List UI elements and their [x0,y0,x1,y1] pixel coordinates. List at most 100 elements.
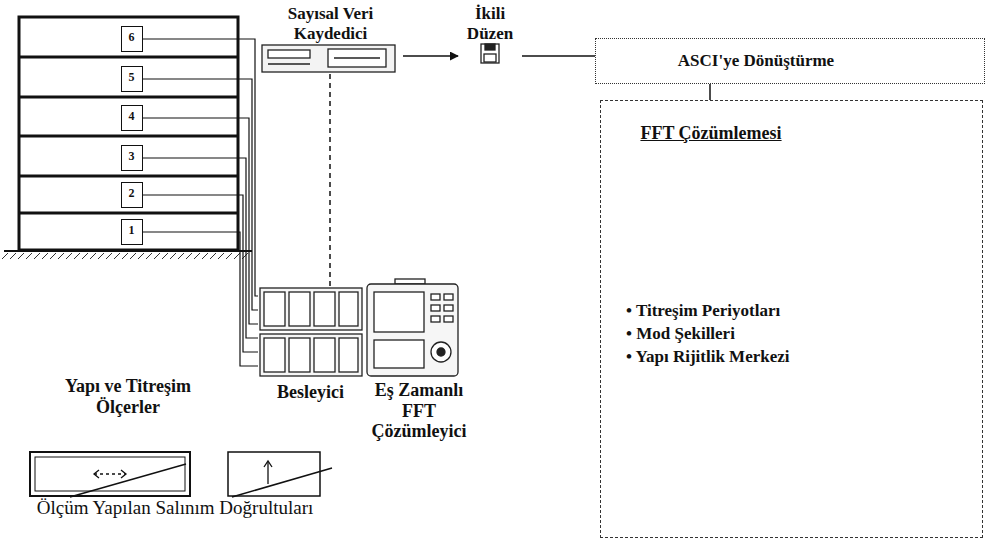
hatch-stroke [130,253,136,259]
analyzer-button [444,305,453,311]
analyzer-button [431,294,440,300]
ground-hatch [2,253,248,259]
hatch-stroke [98,253,104,259]
fft-panel: FFT Çözümlemesi• Titreşim Periyotları• M… [600,100,983,538]
hatch-stroke [42,253,48,259]
signal-wire [522,55,595,57]
analyzer-knob [431,342,451,362]
analyzer-button [444,316,453,322]
floppy-node: İkili Düzen [458,2,522,66]
sway-arrow [267,462,268,484]
sensor-box: 3 [121,145,143,171]
recorder-label: Sayısal Veri Kaydedici [258,4,403,43]
hatch-stroke [114,253,120,259]
hatch-stroke [50,253,56,259]
hatch-stroke [146,253,152,259]
amplifier-racks [260,288,362,376]
hatch-stroke [82,253,88,259]
analyzer-label: Eş Zamanlı FFT Çözümleyici [364,380,474,442]
sensor-number: 5 [122,71,141,85]
amplifier-node: Besleyici [258,286,363,406]
sensor-number: 4 [122,110,141,124]
recorder-body [262,45,395,72]
building-label: Yapı ve Titreşim Ölçerler [33,376,223,417]
sway-arrow-head [94,470,99,478]
floor-slab [19,135,238,138]
floor-slab [19,96,238,99]
floppy-disk [481,44,499,63]
hatch-stroke [178,253,184,259]
analyzer-node: Eş Zamanlı FFT Çözümleyici [364,282,474,446]
hatch-stroke [154,253,160,259]
analyzer-keypad [374,340,424,368]
sway-arrow-head [121,470,126,478]
fft-analyzer [367,279,458,376]
control-link [329,74,331,286]
recorder-drive-slot [334,57,380,58]
sway-arrow-head [264,461,272,467]
data-recorder [262,45,395,72]
rack-module [339,338,358,372]
sensor-box: 6 [121,26,143,52]
hatch-stroke [170,253,176,259]
hatch-stroke [194,253,200,259]
analyzer-body [367,284,458,376]
sensor-number: 2 [122,187,141,201]
sensor-box: 5 [121,66,143,92]
analyzer-handle [395,279,425,284]
rack-module [289,292,310,326]
recorder-drive [328,49,386,67]
building-node: 6 5 4 3 2 1Yapı ve Titreşim Ölçerler [10,0,255,425]
floor-slab [19,212,238,215]
sway-arrow [94,473,126,474]
recorder-display [268,50,310,58]
floppy-label [484,54,496,62]
analyzer-screen [374,292,424,332]
recorder-node: Sayısal Veri Kaydedici [258,2,403,74]
hatch-stroke [138,253,144,259]
sensor-box: 1 [121,219,143,245]
sensor-number: 6 [122,31,141,45]
hatch-stroke [26,253,32,259]
signal-wire [403,55,458,57]
signal-wire [143,195,258,352]
hatch-stroke [2,253,8,259]
hatch-stroke [58,253,64,259]
hatch-stroke [74,253,80,259]
analyzer-button [444,294,453,300]
hatch-stroke [66,253,72,259]
sensor-box: 4 [121,105,143,131]
conversion-box: ASCI'ye Dönüştürme [595,38,985,84]
result-item: • Titreşim Periyotları [626,301,946,321]
hatch-stroke [10,253,16,259]
sensor-number: 1 [122,224,141,238]
rack-module [264,338,285,372]
floppy-body [481,44,499,63]
amplifier-label: Besleyici [258,382,363,403]
rack-module [289,338,310,372]
result-item: • Yapı Rijitlik Merkezi [626,347,946,367]
signal-wire [143,39,258,296]
building-frame [4,17,252,251]
rack-module [314,292,335,326]
hatch-stroke [202,253,208,259]
building-outline [19,17,238,250]
ground-line [4,250,252,252]
hatch-stroke [218,253,224,259]
recorder-slot [268,63,310,64]
rack [260,288,362,330]
signal-wire [709,84,711,100]
signal-wire [143,118,258,324]
floor-slab [19,56,238,59]
hatch-stroke [186,253,192,259]
rack-module [339,292,358,326]
hatch-stroke [226,253,232,259]
direction-plan-x [30,452,190,497]
hatch-stroke [90,253,96,259]
hatch-stroke [34,253,40,259]
result-item: • Mod Şekilleri [626,324,946,344]
hatch-stroke [162,253,168,259]
signal-wire [143,158,258,338]
direction-plan-y [228,452,332,497]
